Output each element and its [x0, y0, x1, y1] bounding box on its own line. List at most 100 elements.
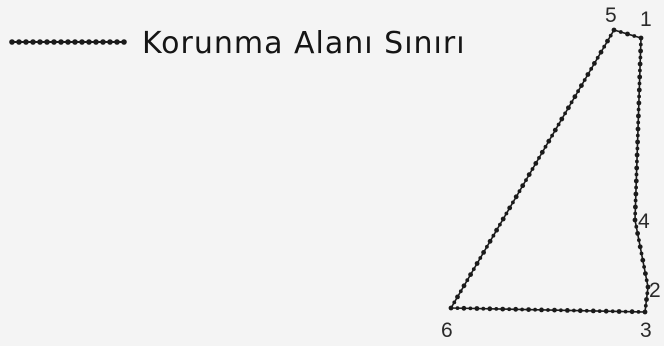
boundary-dot	[539, 149, 545, 155]
boundary-dot	[635, 231, 640, 236]
boundary-dot	[595, 55, 600, 60]
boundary-dot	[513, 194, 519, 200]
boundary-dot	[632, 217, 638, 223]
vertex-label-3: 3	[640, 319, 652, 342]
boundary-dot	[524, 178, 528, 183]
legend-dot	[114, 39, 120, 45]
boundary-dot	[569, 100, 574, 105]
boundary-dot	[546, 308, 550, 312]
legend-dot	[9, 39, 15, 45]
boundary-dot	[633, 191, 639, 197]
boundary-dot	[579, 83, 584, 88]
vertex-label-4: 4	[638, 210, 650, 233]
boundary-dot	[517, 189, 522, 194]
boundary-dot	[608, 33, 613, 38]
boundary-dot	[585, 72, 591, 77]
legend-dot	[107, 39, 113, 45]
vertex-label-6: 6	[441, 319, 453, 342]
boundary-dot	[639, 251, 644, 256]
vertex-label-2: 2	[649, 279, 661, 302]
boundary-dot	[566, 105, 571, 111]
boundary-dot	[636, 87, 642, 93]
boundary-dot	[455, 294, 460, 300]
boundary-dot	[461, 305, 467, 311]
legend-dot	[93, 39, 99, 45]
boundary-line	[450, 29, 649, 313]
legend-dot	[58, 39, 64, 45]
boundary-dot	[633, 211, 638, 216]
boundary-dot	[478, 256, 483, 260]
boundary-dot	[468, 272, 473, 277]
boundary-dots	[448, 27, 651, 315]
boundary-dot	[645, 284, 651, 290]
legend-dot	[23, 39, 29, 45]
boundary-dot	[644, 297, 649, 302]
boundary-dot	[582, 78, 587, 82]
legend: Korunma Alanı Sınırı	[9, 26, 465, 61]
boundary-dot	[638, 48, 643, 54]
boundary-dot	[500, 306, 506, 312]
boundary-dot	[633, 178, 639, 184]
boundary-dot	[590, 308, 596, 314]
legend-dot	[51, 39, 57, 45]
boundary-dot	[533, 307, 537, 312]
boundary-dot	[634, 224, 639, 229]
legend-dot	[44, 39, 50, 45]
boundary-dot	[635, 139, 640, 145]
boundary-dot	[550, 133, 554, 138]
boundary-dot	[577, 308, 583, 314]
protection-area-boundary	[448, 27, 651, 315]
boundary-dot	[504, 211, 509, 216]
boundary-dot	[513, 306, 519, 312]
boundary-dot	[618, 30, 623, 34]
boundary-dot	[494, 307, 499, 311]
boundary-dot	[474, 306, 480, 311]
boundary-dot	[448, 305, 454, 311]
boundary-dot	[598, 49, 604, 55]
boundary-dot	[637, 74, 643, 80]
boundary-dot	[633, 198, 638, 203]
boundary-dot	[632, 34, 637, 38]
legend-dot	[65, 39, 71, 45]
boundary-dot	[507, 205, 513, 211]
boundary-dot	[635, 146, 640, 151]
boundary-dot	[634, 185, 638, 190]
legend-dot	[30, 39, 36, 45]
boundary-dot	[605, 38, 610, 44]
boundary-dot	[474, 261, 480, 266]
boundary-dot	[633, 204, 638, 210]
boundary-dot	[526, 172, 532, 178]
boundary-dot	[623, 309, 628, 314]
boundary-dot	[629, 309, 635, 315]
boundary-dot	[563, 111, 567, 116]
boundary-dot	[491, 233, 496, 238]
boundary-dot	[584, 308, 589, 313]
boundary-dot	[559, 116, 565, 122]
boundary-dot	[592, 61, 597, 66]
legend-symbol-dots	[9, 39, 127, 45]
boundary-dot	[526, 307, 531, 312]
boundary-dot	[644, 278, 649, 283]
legend-dot	[121, 39, 127, 45]
boundary-dot	[634, 172, 639, 177]
boundary-dot	[487, 238, 493, 244]
boundary-dot	[520, 183, 526, 189]
boundary-dot	[511, 200, 515, 205]
boundary-dot	[465, 278, 470, 283]
boundary-dot	[645, 291, 650, 296]
boundary-dot	[556, 122, 561, 127]
boundary-dot	[636, 310, 641, 314]
boundary-dot	[494, 227, 499, 233]
boundary-dot	[635, 126, 641, 132]
boundary-dot	[530, 167, 535, 171]
boundary-dot	[638, 68, 642, 73]
boundary-dot	[543, 144, 548, 149]
legend-label: Korunma Alanı Sınırı	[142, 26, 466, 61]
boundary-dot	[520, 307, 524, 312]
boundary-dot	[625, 31, 630, 37]
boundary-dot	[634, 165, 640, 171]
boundary-dot	[636, 120, 641, 125]
boundary-dot	[452, 300, 457, 305]
boundary-dot	[638, 42, 643, 47]
legend-dot	[100, 39, 106, 45]
